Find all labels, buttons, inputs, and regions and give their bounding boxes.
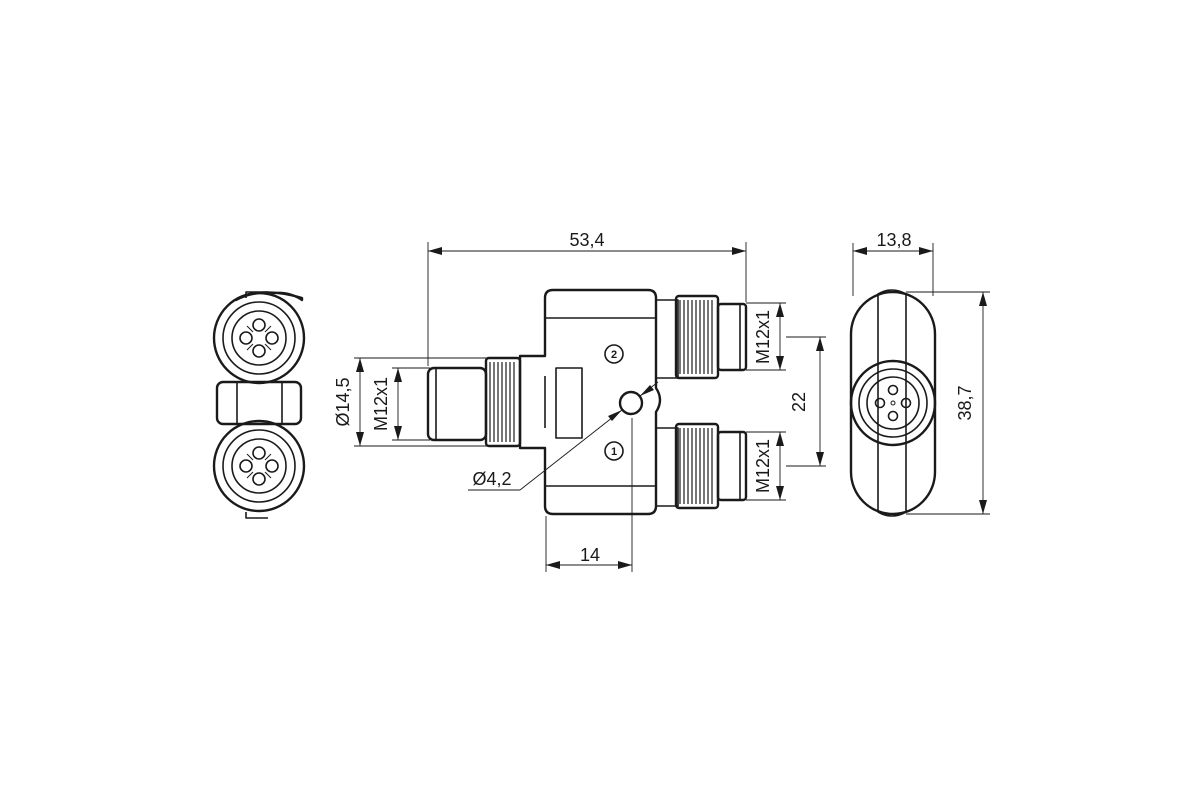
dim-mount-hole-label: Ø4,2 <box>472 469 511 489</box>
dim-connector-diameter-label: Ø14,5 <box>333 377 353 426</box>
input-connector <box>426 356 522 448</box>
dim-outlet2-thread: M12x1 <box>746 302 786 371</box>
socket-pins-upper <box>239 318 279 358</box>
input-pin-pattern <box>874 384 912 422</box>
outlet-2-connector <box>655 294 748 380</box>
dim-input-thread-label: M12x1 <box>371 377 391 431</box>
dim-connector-diameter: Ø14,5 <box>333 357 488 447</box>
dim-side-width: 13,8 <box>852 230 934 296</box>
dim-overall-length-label: 53,4 <box>569 230 604 250</box>
socket-pins-lower <box>239 446 279 486</box>
dim-outlet-spacing-label: 22 <box>789 392 809 412</box>
outlet-1-connector <box>655 422 748 510</box>
dim-body-length: 14 <box>545 418 633 572</box>
dim-outlet2-thread-label: M12x1 <box>753 310 773 364</box>
right-end-view <box>849 289 937 517</box>
center-top-view: 2 1 <box>426 288 748 516</box>
port-marker-2-label: 2 <box>611 349 617 361</box>
dim-side-height-label: 38,7 <box>955 385 975 420</box>
dim-mount-hole: Ø4,2 <box>468 381 659 491</box>
dim-outlet1-thread-label: M12x1 <box>753 439 773 493</box>
dim-outlet-spacing: 22 <box>786 336 826 467</box>
dim-side-width-label: 13,8 <box>876 230 911 250</box>
mounting-hole <box>618 390 644 416</box>
y-splitter-body <box>518 288 662 516</box>
port-marker-2 <box>604 344 624 364</box>
dim-input-thread: M12x1 <box>371 367 430 441</box>
port-marker-1-label: 1 <box>611 446 617 458</box>
dim-body-length-label: 14 <box>580 545 600 565</box>
dim-overall-length: 53,4 <box>427 230 747 366</box>
left-end-view <box>212 291 306 519</box>
dim-side-height: 38,7 <box>906 291 990 515</box>
port-marker-1 <box>604 441 624 461</box>
dim-outlet1-thread: M12x1 <box>746 431 786 501</box>
